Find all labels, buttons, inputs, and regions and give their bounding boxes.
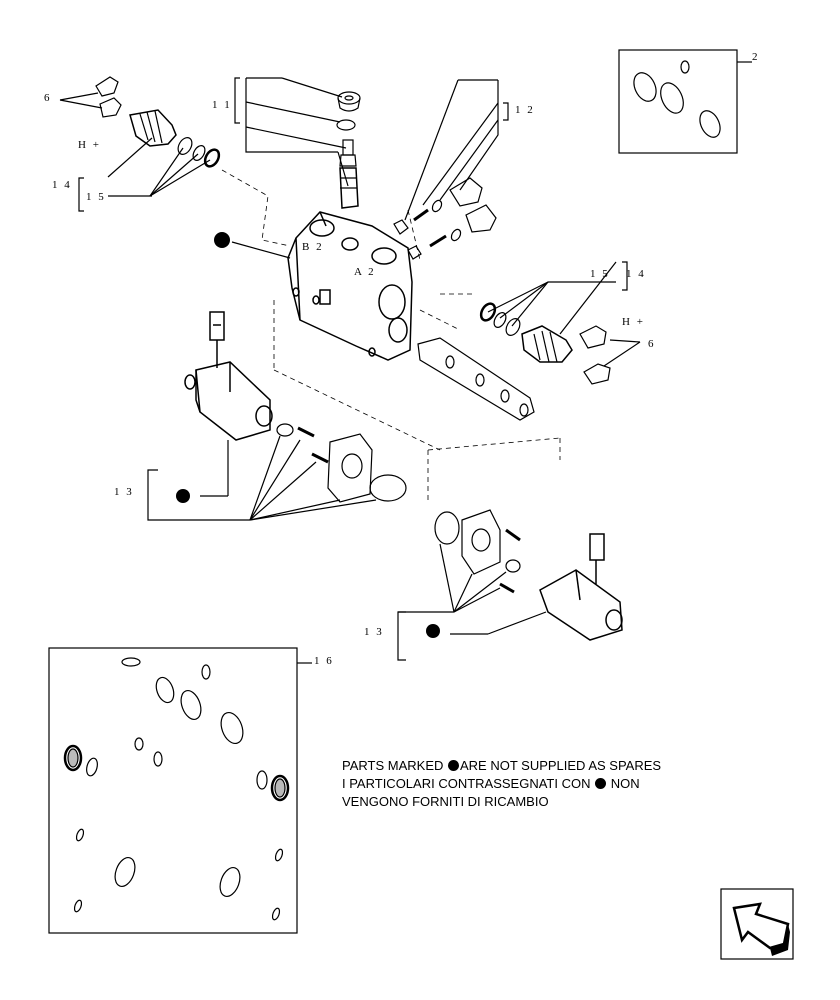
bracket-14-15-right <box>487 261 628 335</box>
piston-parts <box>449 177 497 233</box>
check-valve-cartridge-right <box>521 325 573 363</box>
note-text: I PARTICOLARI CONTRASSEGNATI CON <box>342 776 595 791</box>
flange-plate-left <box>327 433 373 503</box>
springs <box>413 199 462 248</box>
filled-dot-marker-icon <box>214 232 230 248</box>
label-ref-11: 1 1 <box>212 99 232 111</box>
note-text: ARE NOT SUPPLIED AS SPARES <box>459 758 662 773</box>
o-ring <box>680 60 690 74</box>
check-valve-cartridge-left <box>129 109 177 147</box>
leader-6-right <box>603 339 641 367</box>
o-rings-left <box>177 137 221 168</box>
flange-plate-right <box>461 509 501 575</box>
bracket-13-left <box>147 435 377 521</box>
label-ref-12: 1 2 <box>515 104 535 116</box>
filled-dot-marker-icon <box>595 778 607 789</box>
clip-part-right <box>579 325 611 385</box>
label-port-b2: B 2 <box>302 241 324 253</box>
bracket-12 <box>404 79 509 221</box>
label-ref-6-top: 6 <box>44 92 52 104</box>
valve-body <box>287 211 413 361</box>
assembly-lines <box>221 169 561 500</box>
clip-part-top <box>95 76 122 118</box>
label-h-plus-right: H + <box>622 316 645 328</box>
label-h-plus-left: H + <box>78 139 101 151</box>
filled-dot-marker-icon <box>426 624 440 638</box>
o-ring-13-left-b <box>369 474 407 502</box>
filled-dot-marker-icon <box>447 760 459 771</box>
label-ref-16: 1 6 <box>314 655 334 667</box>
seal-kit-box-16 <box>48 647 312 934</box>
next-page-arrow-icon[interactable] <box>732 902 790 956</box>
label-ref-14-left: 1 4 <box>52 179 72 191</box>
note-text: PARTS MARKED <box>342 758 447 773</box>
o-ring <box>633 72 657 102</box>
not-supplied-markers <box>176 232 440 638</box>
plug-part <box>337 91 361 112</box>
label-ref-2: 2 <box>752 51 760 63</box>
o-ring-13-right-a <box>434 511 460 545</box>
bolts-right <box>499 528 521 594</box>
label-port-a2: A 2 <box>354 266 376 278</box>
spares-note-line-1: PARTS MARKED ARE NOT SUPPLIED AS SPARES <box>342 757 661 775</box>
spool <box>417 337 535 421</box>
cap-screws <box>393 219 422 260</box>
bolts-left <box>297 426 329 464</box>
bracket-14-15-left <box>78 137 211 212</box>
o-ring <box>660 82 684 114</box>
solenoid-coil-right <box>539 533 623 641</box>
label-ref-6-right: 6 <box>648 338 656 350</box>
o-ring-13-right-b <box>505 559 521 573</box>
spares-note-line-3: VENGONO FORNITI DI RICAMBIO <box>342 793 549 811</box>
leader-6-top <box>59 92 103 109</box>
nav-button-frame[interactable] <box>720 888 794 960</box>
label-ref-13-right: 1 3 <box>364 626 384 638</box>
note-text: NON <box>607 776 640 791</box>
spares-note-line-2: I PARTICOLARI CONTRASSEGNATI CON NON <box>342 775 640 793</box>
valve-insert <box>339 139 359 209</box>
o-ring-11 <box>336 119 356 131</box>
label-ref-14-right: 1 4 <box>626 268 646 280</box>
marker-leader-body <box>231 241 291 259</box>
bracket-11 <box>234 77 349 187</box>
bracket-13-right <box>397 543 547 661</box>
o-ring-13-left-a <box>276 423 294 437</box>
o-ring <box>699 110 721 138</box>
label-ref-15-left: 1 5 <box>86 191 106 203</box>
solenoid-coil-left <box>184 311 273 441</box>
label-ref-13-left: 1 3 <box>114 486 134 498</box>
filled-dot-marker-icon <box>176 489 190 503</box>
note-text: VENGONO FORNITI DI RICAMBIO <box>342 794 549 809</box>
seal-kit-box-2 <box>618 49 752 154</box>
o-rings-right <box>479 302 521 336</box>
label-ref-15-right: 1 5 <box>590 268 610 280</box>
